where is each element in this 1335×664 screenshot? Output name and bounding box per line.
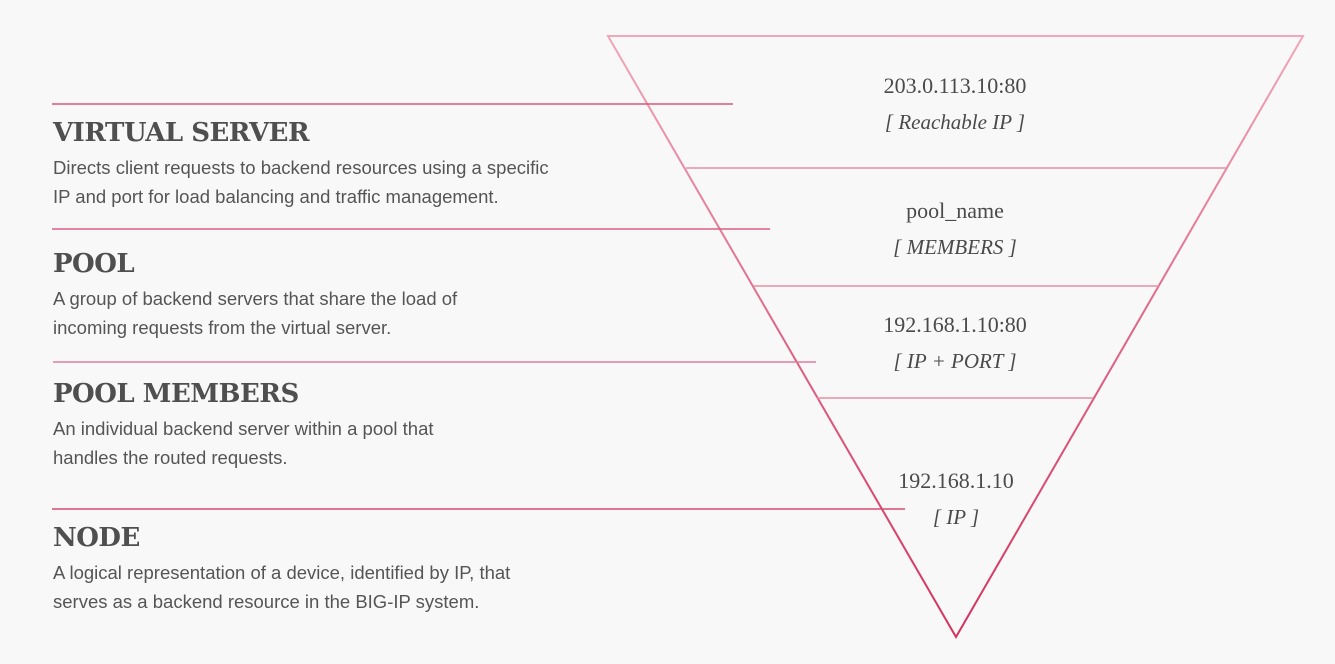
tier-tag: [ IP ] <box>932 505 980 529</box>
section-pool-members: POOL MEMBERS An individual backend serve… <box>53 378 434 472</box>
section-virtual-server: VIRTUAL SERVER Directs client requests t… <box>53 117 549 211</box>
section-title: POOL MEMBERS <box>53 379 299 409</box>
funnel-tier-pool-member: 192.168.1.10:80 [ IP + PORT ] <box>805 307 1105 379</box>
section-title: VIRTUAL SERVER <box>53 118 310 148</box>
funnel-triangle <box>606 35 1305 639</box>
section-title: POOL <box>53 249 135 279</box>
tier-tag: [ MEMBERS ] <box>893 235 1017 259</box>
funnel-tier-pool: pool_name [ MEMBERS ] <box>805 193 1105 265</box>
section-description: A logical representation of a device, id… <box>53 562 511 612</box>
funnel-tier-virtual-server: 203.0.113.10:80 [ Reachable IP ] <box>805 68 1105 140</box>
tier-value: 192.168.1.10 <box>898 468 1014 493</box>
funnel-tier-node: 192.168.1.10 [ IP ] <box>806 463 1106 535</box>
section-title: NODE <box>53 523 140 553</box>
section-description: Directs client requests to backend resou… <box>53 157 549 207</box>
section-description: An individual backend server within a po… <box>53 418 434 468</box>
section-pool: POOL A group of backend servers that sha… <box>53 248 457 342</box>
tier-tag: [ IP + PORT ] <box>893 349 1017 373</box>
section-description: A group of backend servers that share th… <box>53 288 458 338</box>
tier-tag: [ Reachable IP ] <box>884 110 1026 134</box>
tier-value: 203.0.113.10:80 <box>883 73 1027 98</box>
tier-value: pool_name <box>906 198 1004 223</box>
section-node: NODE A logical representation of a devic… <box>53 522 510 616</box>
tier-value: 192.168.1.10:80 <box>883 312 1027 337</box>
